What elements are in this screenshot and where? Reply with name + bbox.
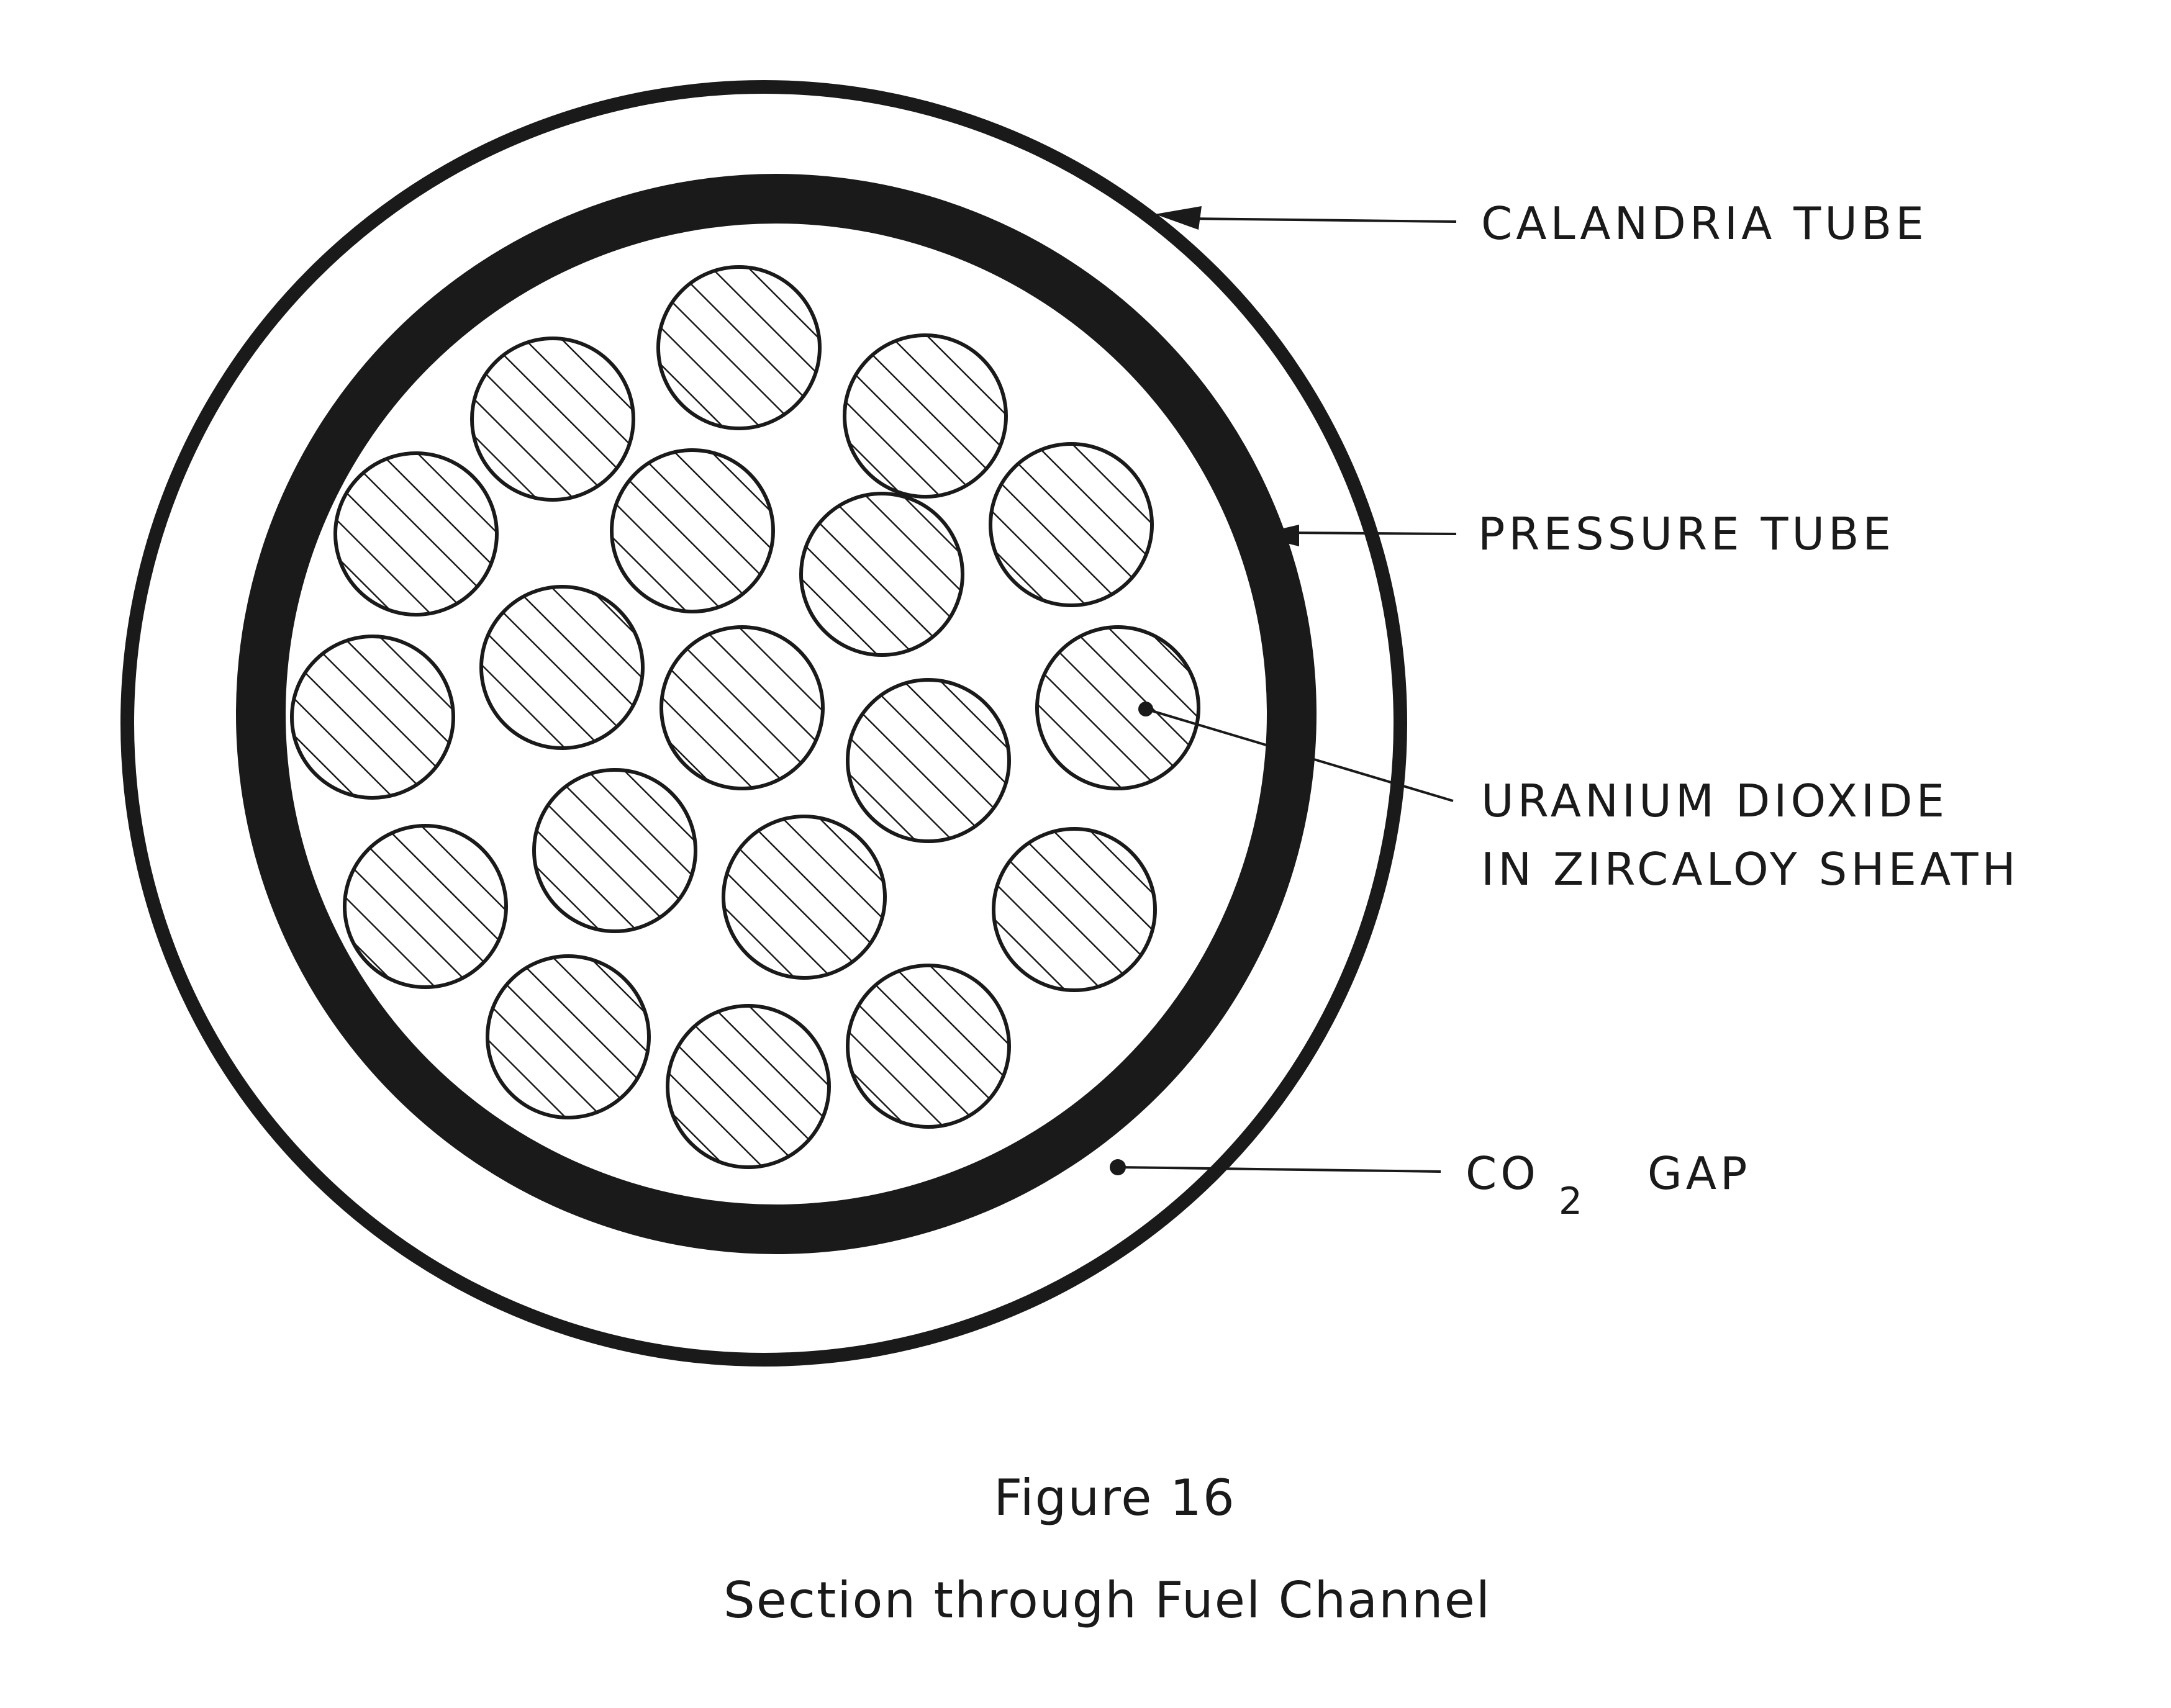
fuel-element <box>846 678 1011 843</box>
co2-gap-subscript: 2 <box>1559 1180 1586 1223</box>
fuel-element <box>666 1004 831 1169</box>
co2-gap-co: CO <box>1466 1147 1539 1200</box>
pressure-tube <box>236 174 1317 1254</box>
leader-dot <box>1138 702 1153 716</box>
fuel-element <box>799 492 964 657</box>
fuel-element <box>659 625 825 790</box>
calandria-tube <box>120 80 1407 1367</box>
uranium-dioxide-label: URANIUM DIOXIDE <box>1481 775 1948 827</box>
fuel-element <box>1035 625 1200 790</box>
co2-gap-label: CO 2 GAP <box>1466 1147 1751 1224</box>
calandria-tube-label: CALANDRIA TUBE <box>1481 197 1928 250</box>
figure-title: Section through Fuel Channel <box>723 1571 1491 1629</box>
fuel-element <box>532 768 697 933</box>
fuel-element <box>722 815 887 980</box>
fuel-element <box>333 451 499 617</box>
fuel-element-group <box>290 265 1200 1169</box>
fuel-element <box>470 337 635 502</box>
fuel-element <box>343 824 508 989</box>
fuel-element <box>479 585 645 750</box>
leader-dot <box>1110 1159 1126 1175</box>
fuel-element <box>846 964 1011 1129</box>
fuel-element <box>656 265 822 430</box>
zircaloy-sheath-label: IN ZIRCALOY SHEATH <box>1481 843 2019 895</box>
fuel-element <box>486 954 651 1119</box>
fuel-element <box>290 635 455 800</box>
pressure-tube-leader <box>1254 525 1457 546</box>
fuel-element <box>989 442 1154 607</box>
fuel-element <box>843 333 1008 499</box>
arrowhead-icon <box>1254 525 1299 546</box>
figure-number: Figure 16 <box>994 1469 1235 1527</box>
co2-gap-leader <box>1110 1159 1441 1175</box>
fuel-element <box>610 448 775 613</box>
pressure-tube-label: PRESSURE TUBE <box>1478 508 1895 560</box>
uranium-dioxide-leader <box>1138 702 1454 802</box>
fuel-element <box>992 827 1157 992</box>
co2-gap-gap: GAP <box>1648 1147 1751 1200</box>
arrowhead-icon <box>1155 206 1202 230</box>
calandria-tube-leader <box>1155 206 1457 230</box>
